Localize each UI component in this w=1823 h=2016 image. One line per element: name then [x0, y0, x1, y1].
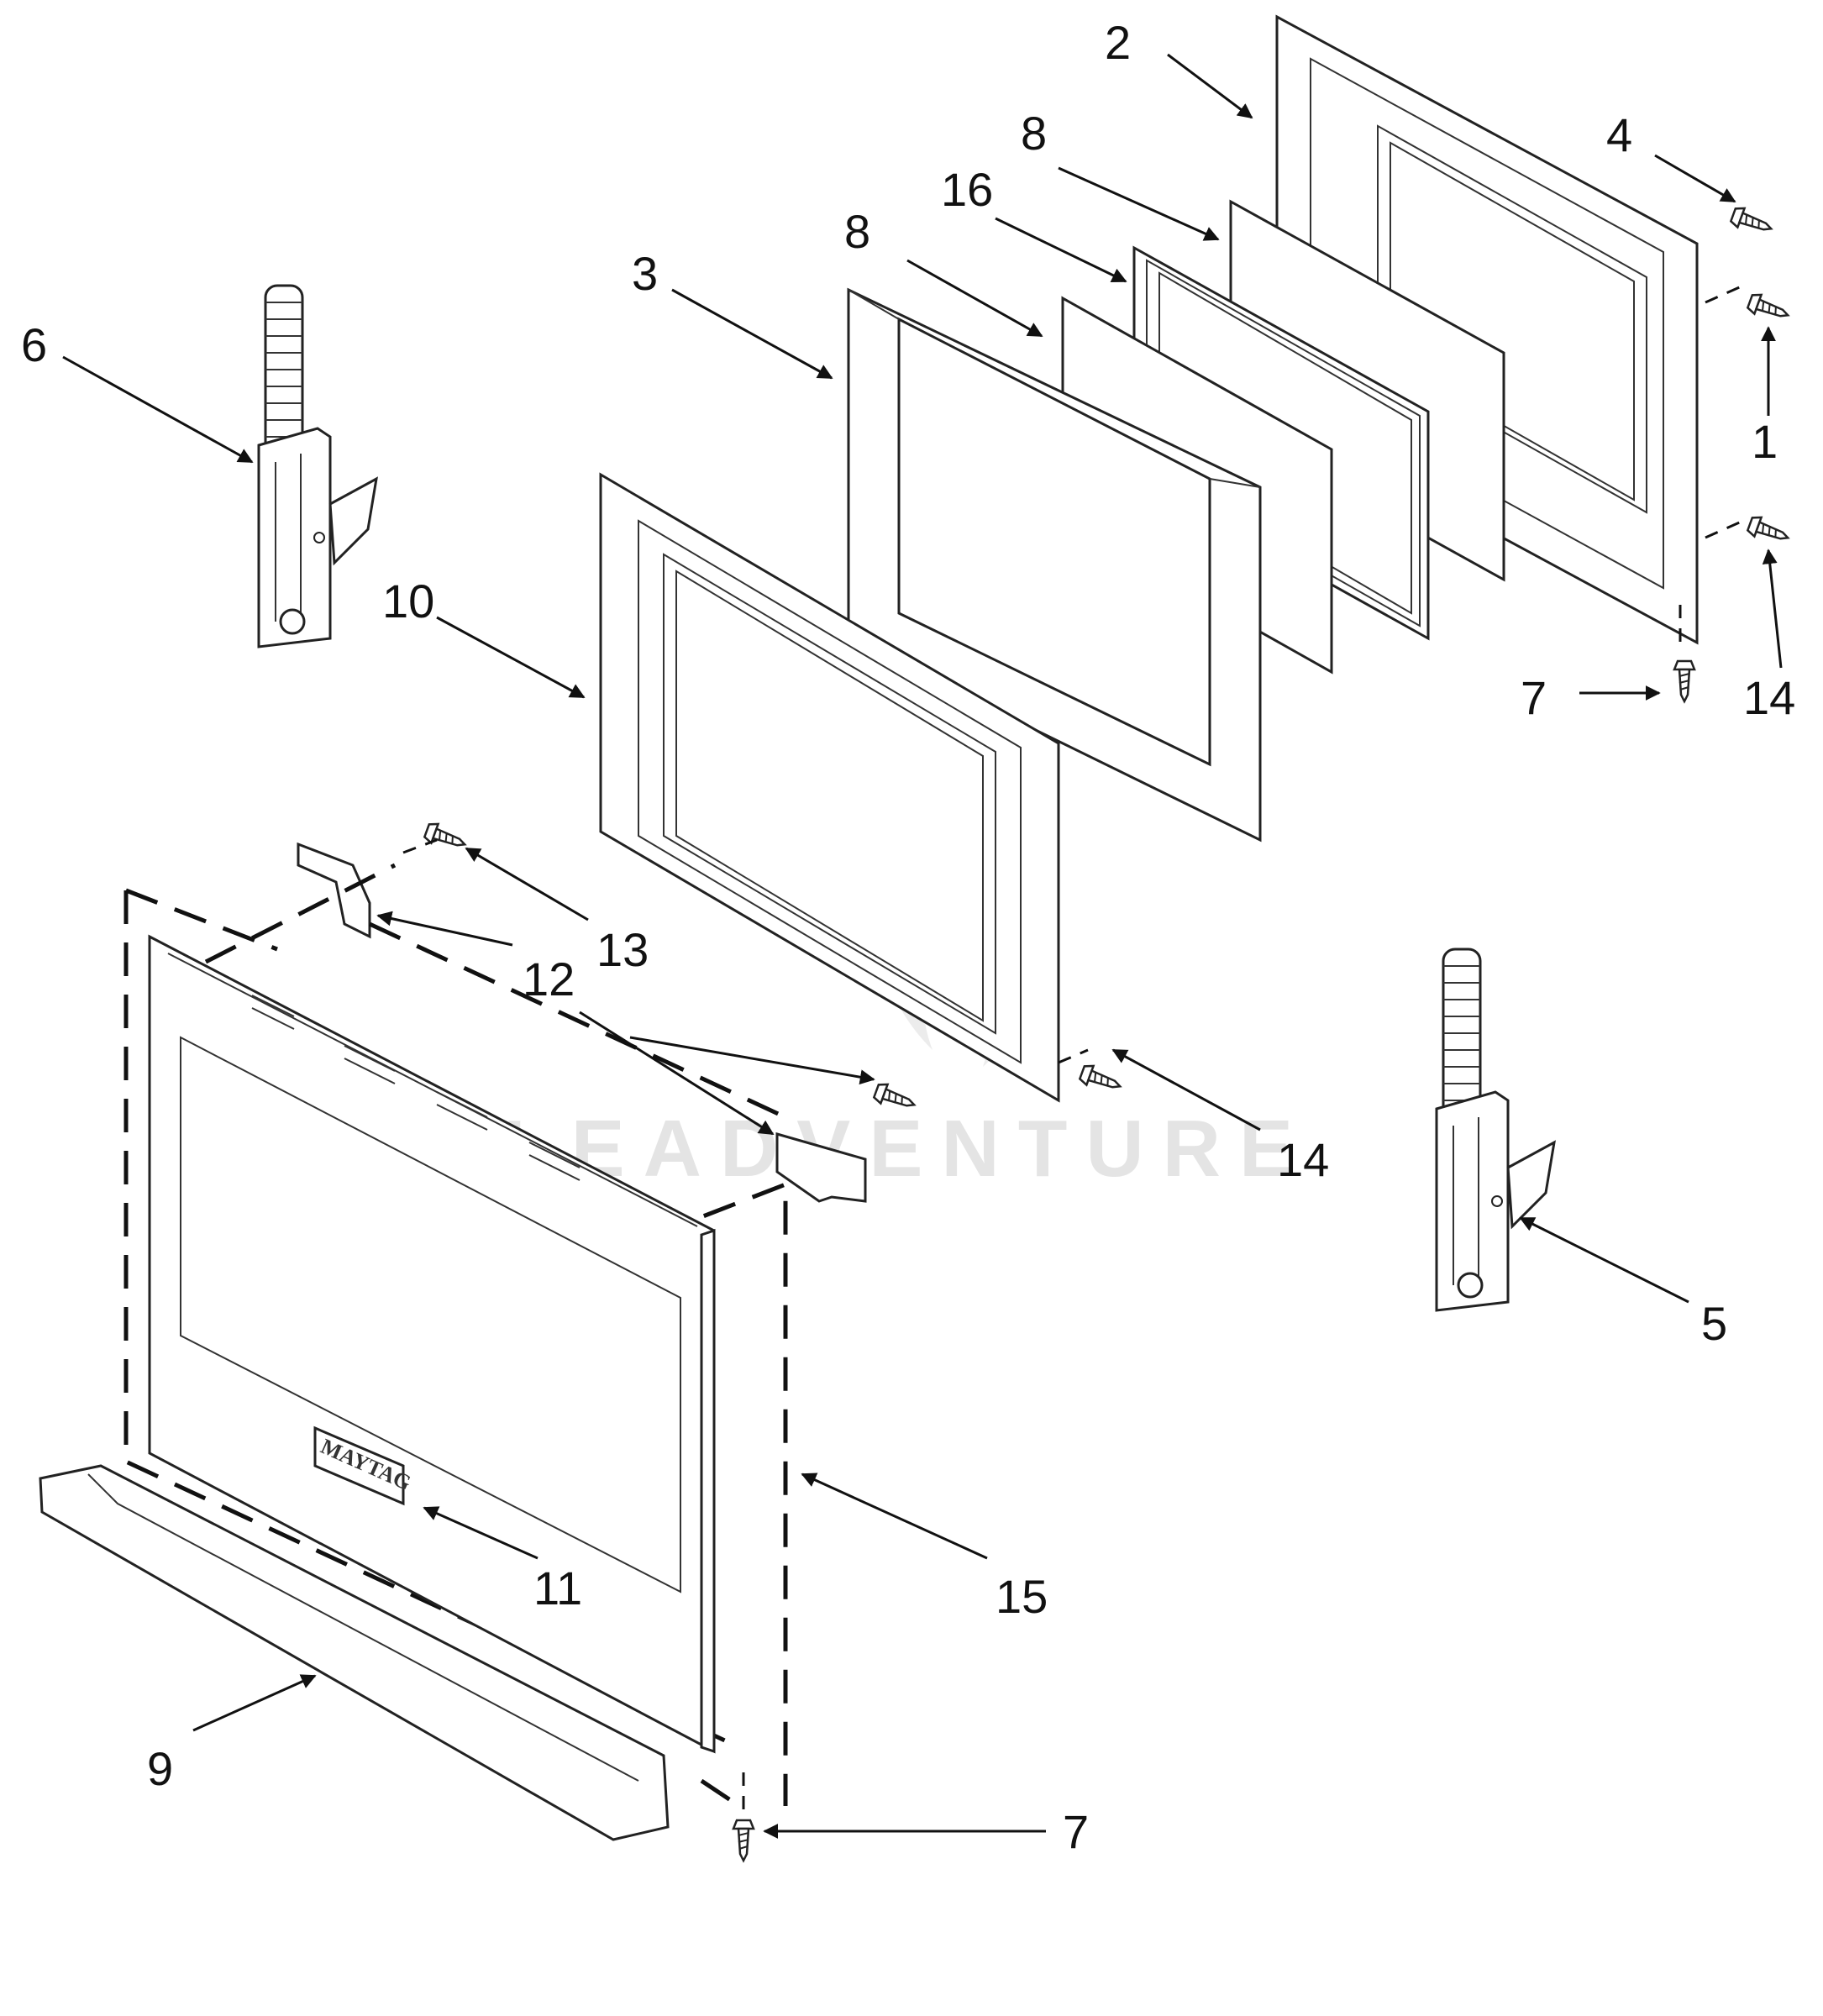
hinge-receiver-lower	[775, 1132, 867, 1203]
label-12: 12	[523, 953, 575, 1005]
label-13: 13	[596, 923, 649, 976]
screw-14-mid	[1077, 1062, 1125, 1097]
hinge-right	[1435, 948, 1556, 1312]
outer-door-panel: MAYTAG	[148, 934, 716, 1754]
door-liner	[599, 472, 1060, 1103]
screw-7-top	[1673, 659, 1696, 703]
screw-7-bottom	[732, 1819, 755, 1862]
label-7-top: 7	[1521, 671, 1547, 724]
label-3: 3	[632, 247, 658, 300]
label-11: 11	[533, 1562, 582, 1614]
label-6: 6	[21, 318, 47, 371]
label-4: 4	[1606, 108, 1632, 161]
label-7-bottom: 7	[1063, 1805, 1089, 1858]
door-handle	[39, 1464, 670, 1841]
hinge-left	[257, 284, 378, 648]
label-10: 10	[382, 575, 434, 627]
screw-13	[422, 820, 470, 855]
label-1: 1	[1752, 415, 1778, 468]
label-15: 15	[996, 1570, 1048, 1623]
label-2: 2	[1105, 16, 1131, 69]
leader-lines	[62, 53, 1783, 1839]
callout-labels: 2 8 16 8 3 4 1 14 7 6 10 13 12 14 5 15 1…	[21, 16, 1795, 1858]
hinge-receiver-upper	[297, 842, 371, 939]
label-5: 5	[1701, 1297, 1727, 1350]
label-8-mid: 8	[844, 205, 870, 258]
vent-slots	[251, 995, 581, 1181]
watermark-text: LEADVENTURE	[503, 1104, 1311, 1194]
screw-4	[1728, 204, 1776, 239]
label-8-top: 8	[1021, 107, 1047, 160]
insulation-frame	[847, 287, 1262, 843]
screw-14-right	[1745, 513, 1793, 549]
label-9: 9	[147, 1742, 173, 1795]
label-16: 16	[941, 163, 993, 216]
label-14-right: 14	[1743, 671, 1795, 724]
screw-1	[1745, 291, 1793, 326]
label-14-mid: 14	[1277, 1133, 1329, 1186]
